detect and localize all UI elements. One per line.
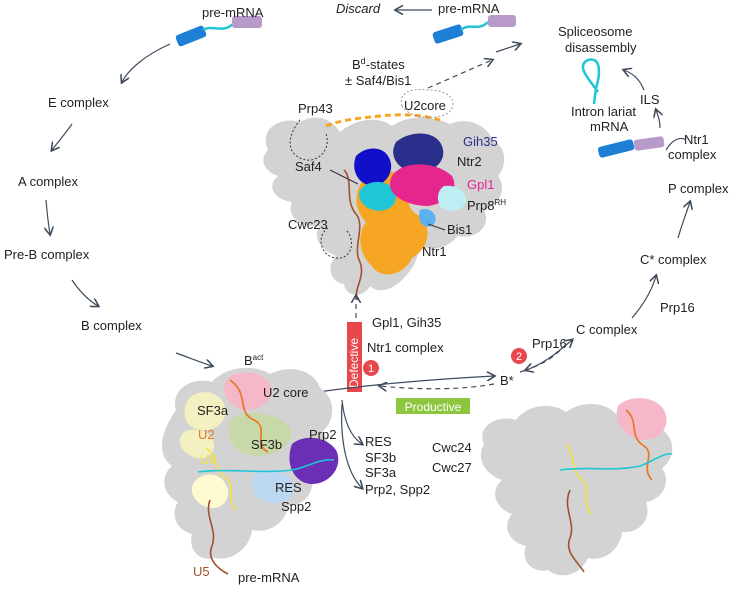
e-complex-label: E complex [48,95,109,110]
dashed-arrow-bd-to-top [427,60,492,89]
saf4-leader [329,169,359,185]
step-1-number: 1 [368,363,374,375]
c-complex-label: C complex [576,322,638,337]
c-star-complex-label: C* complex [640,252,707,267]
saf4-label: Saf4 [295,159,322,174]
b-complex-label: B complex [81,318,142,333]
arrow-release-res [341,399,362,444]
bd-states-title: Bd-states [352,56,405,72]
spliceosome-label-line2: disassembly [565,40,637,55]
ntr1-complex-label: Ntr1 complex [367,340,444,355]
gih35-label: Gih35 [463,134,498,149]
released-cwc27-label: Cwc27 [432,460,472,475]
prp8rh-label: Prp8RH [467,198,506,213]
step-2-badge [511,348,527,364]
gpl1-gih35-label: Gpl1, Gih35 [372,315,441,330]
arrow-cstar-to-p [677,202,690,239]
b-star-label: B* [500,373,514,388]
bact-u5-label: U5 [193,564,210,579]
dashed-arrow-bstar-back [380,384,495,389]
ils-label: ILS [640,92,660,107]
a-complex-label: A complex [18,174,78,189]
step-2-number: 2 [516,351,522,363]
bis1-label: Bis1 [447,222,472,237]
bact-res-label: RES [275,480,302,495]
arrow-release-prp2 [341,403,362,488]
step-1-badge [363,360,379,376]
discard-label: Discard [336,1,381,16]
arrow-bact-to-bstar [317,376,494,393]
bact-u2-label: U2 [198,427,215,442]
productive-label: Productive [405,400,462,414]
ntr1-complex-label-line2: complex [668,147,717,162]
bact-sf3a-label: SF3a [197,403,229,418]
prp43-label: Prp43 [298,101,333,116]
u2core-callout: U2core [400,89,454,118]
bact-prp2-label: Prp2 [309,427,336,442]
productive-badge [396,398,470,414]
released-res-label: RES [365,434,392,449]
pre-mrna-label-left: pre-mRNA [202,5,264,20]
arrow-p-to-ils [656,110,660,129]
bd-states-subtitle: ± Saf4/Bis1 [345,73,411,88]
released-prp2-spp2-label: Prp2, Spp2 [365,482,430,497]
mrna-product-icon [597,136,687,158]
ntr1-complex-label-line1: Ntr1 [684,132,709,147]
bact-u2-core-label: U2 core [263,385,309,400]
arrow-preb-to-b [71,279,98,306]
arrow-ils-to-disassembly [624,70,645,91]
arrow-b-to-bact [175,352,212,366]
released-sf3a-label: SF3a [365,465,397,480]
arrow-e-to-a [52,123,73,150]
pre-mrna-icon-left [175,16,262,47]
defective-badge [347,322,362,392]
intron-lariat-label-line1: Intron lariat [571,104,636,119]
pre-mrna-icon-top [432,15,516,44]
intron-lariat-icon [581,58,601,105]
bact-structure-surface [161,367,339,575]
arrow-a-to-preb [46,199,50,234]
pre-mrna-label-top: pre-mRNA [438,1,500,16]
prp16-mid-label: Prp16 [532,336,567,351]
bis1-leader [427,223,446,231]
dashed-arrow-c-back [526,343,567,370]
bact-spp2-label: Spp2 [281,499,311,514]
intron-lariat-label-line2: mRNA [590,119,629,134]
arrow-to-disassembly [495,44,520,53]
bact-title: Bact [244,353,264,368]
cwc23-label: Cwc23 [288,217,328,232]
released-sf3b-label: SF3b [365,450,396,465]
arrow-c-to-cstar [631,276,656,319]
u2core-label: U2core [404,98,446,113]
defective-label: Defective [347,338,361,388]
ntr1-label: Ntr1 [422,244,447,259]
spliceosome-label-line1: Spliceosome [558,24,632,39]
ntr2-label: Ntr2 [457,154,482,169]
p-complex-label: P complex [668,181,729,196]
released-cwc24-label: Cwc24 [432,440,472,455]
bact-pre-mrna-label: pre-mRNA [238,570,300,585]
prp16-right-label: Prp16 [660,300,695,315]
bact-sf3b-label: SF3b [251,437,282,452]
bact-u6-label: U6 [200,452,217,467]
pre-b-complex-label: Pre-B complex [4,247,90,262]
gpl1-label: Gpl1 [467,177,494,192]
arrow-premrna-to-e [122,43,171,82]
bd-structure-surface [263,113,505,301]
bstar-structure-surface [480,398,673,576]
